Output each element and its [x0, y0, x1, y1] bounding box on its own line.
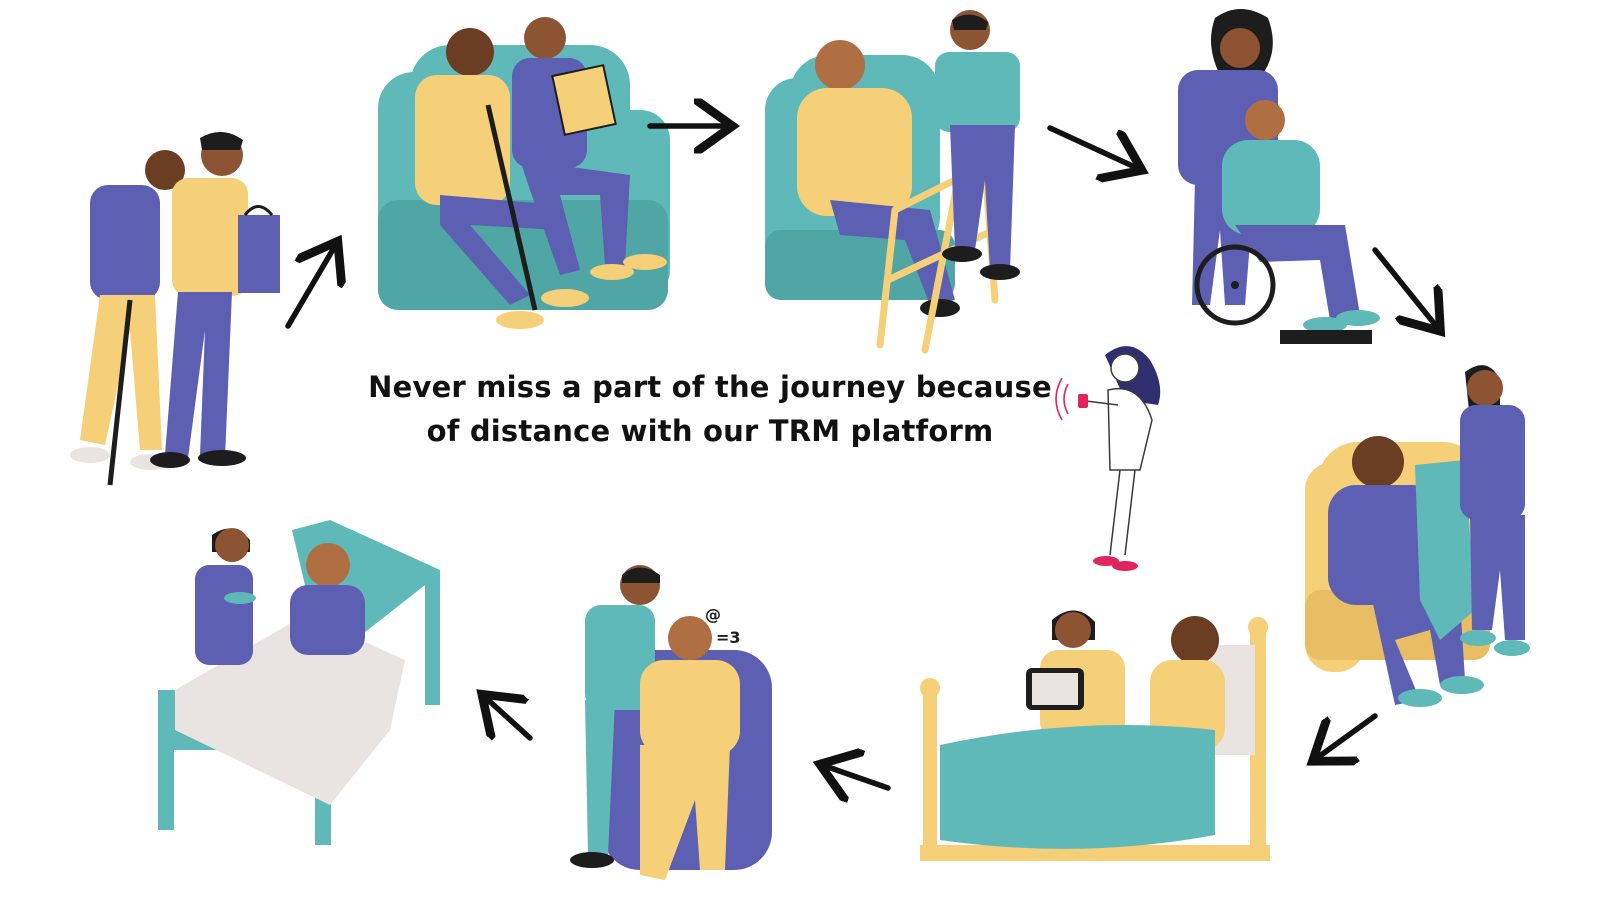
scene-comforting-distressed: @ =3 — [570, 565, 772, 880]
arrow-1-to-2 — [285, 246, 335, 329]
caption-line-2: of distance with our TRM platform — [426, 413, 994, 448]
scene-wheelchair-push — [1178, 9, 1380, 344]
scene-blanket-in-armchair — [1305, 365, 1530, 707]
arrow-6-to-7 — [825, 766, 891, 788]
arrow-3-to-4 — [1047, 125, 1137, 168]
scene-walking-with-cane — [70, 131, 280, 486]
caption-line-1: Never miss a part of the journey because — [368, 370, 1052, 404]
flow-arrows — [285, 125, 1437, 788]
arrow-5-to-6 — [1317, 713, 1378, 758]
arrow-4-to-5 — [1372, 247, 1437, 327]
scene-reading-on-sofa — [378, 17, 670, 329]
svg-text:@: @ — [705, 605, 721, 624]
remote-caregiver-figure — [1055, 346, 1161, 571]
scene-walker-support — [765, 10, 1020, 354]
svg-text:=3: =3 — [716, 628, 741, 647]
arrow-7-to-8 — [486, 698, 533, 741]
caption: Never miss a part of the journey because… — [340, 366, 1080, 453]
scene-hospital-bed-meal — [158, 520, 440, 845]
scene-video-call-in-bed — [920, 610, 1270, 861]
